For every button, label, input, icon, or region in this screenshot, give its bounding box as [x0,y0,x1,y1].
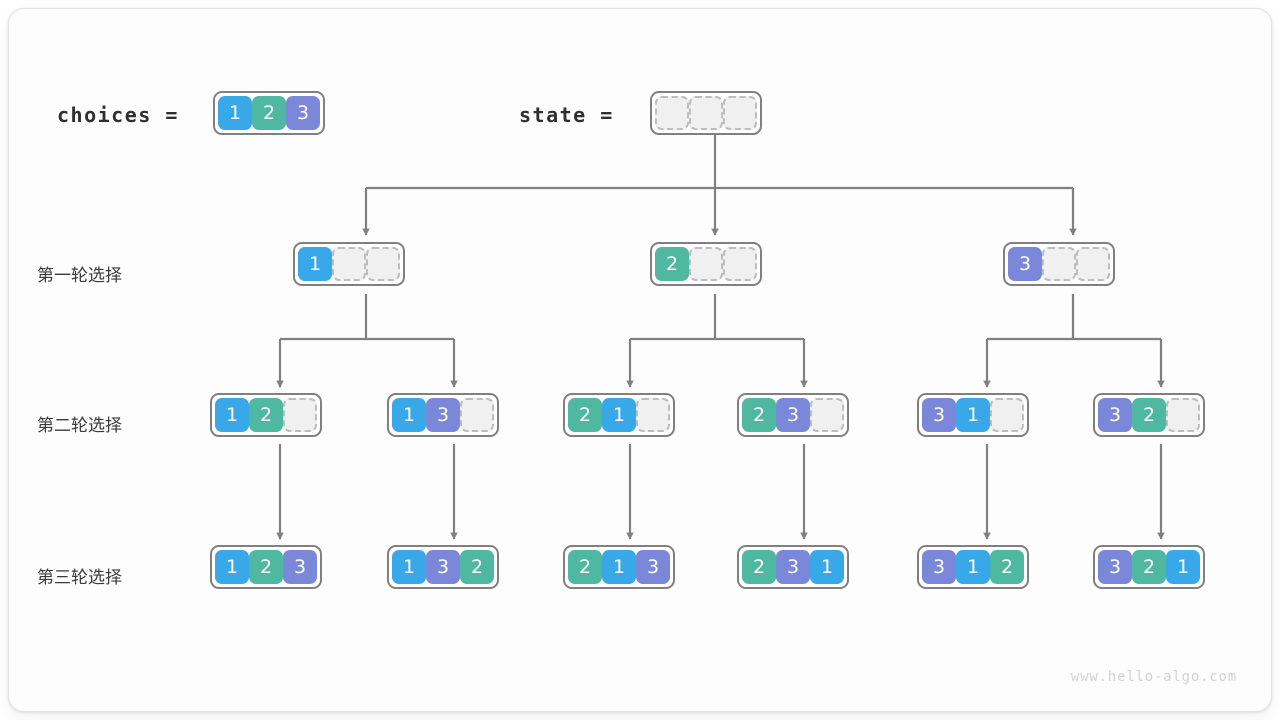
round3-node-1-cell-1: 3 [426,550,460,584]
round1-node-2-cell-2 [1076,247,1110,281]
round3-node-2-cell-2: 3 [636,550,670,584]
round2-node-1-cell-0: 1 [392,398,426,432]
round1-node-2-cell-1 [1042,247,1076,281]
round3-node-5-cell-1: 2 [1132,550,1166,584]
round1-node-2-cell-0: 3 [1008,247,1042,281]
row-label-round-1: 第一轮选择 [37,266,122,285]
round1-node-0: 1 [293,242,405,286]
round3-node-1-cell-0: 1 [392,550,426,584]
round2-node-2-cell-2 [636,398,670,432]
round3-node-4: 3 1 2 [917,545,1029,589]
round3-node-3-cell-1: 3 [776,550,810,584]
round2-node-3: 2 3 [737,393,849,437]
round1-node-1-cell-2 [723,247,757,281]
round1-node-2: 3 [1003,242,1115,286]
round2-node-4-cell-2 [990,398,1024,432]
round2-node-0-cell-0: 1 [215,398,249,432]
round1-node-1-cell-0: 2 [655,247,689,281]
diagram-canvas: choices = 1 2 3 state = 第一轮选择 第二轮选择 第三轮选… [8,8,1272,712]
round1-node-1: 2 [650,242,762,286]
round2-node-2: 2 1 [563,393,675,437]
choices-cell-0: 1 [218,96,252,130]
connector-layer [276,133,1165,540]
round2-node-5-cell-0: 3 [1098,398,1132,432]
round3-node-4-cell-1: 1 [956,550,990,584]
round3-node-0: 1 2 3 [210,545,322,589]
round2-node-2-cell-0: 2 [568,398,602,432]
round3-node-1: 1 3 2 [387,545,499,589]
round2-node-0-cell-2 [283,398,317,432]
round2-node-3-cell-0: 2 [742,398,776,432]
round2-node-3-cell-2 [810,398,844,432]
round2-node-1-cell-1: 3 [426,398,460,432]
state-cell-1 [689,96,723,130]
state-cell-0 [655,96,689,130]
round3-node-5-cell-2: 1 [1166,550,1200,584]
round3-node-0-cell-0: 1 [215,550,249,584]
round3-node-2: 2 1 3 [563,545,675,589]
row-label-round-2: 第二轮选择 [37,416,122,435]
round2-node-3-cell-1: 3 [776,398,810,432]
round2-node-4-cell-0: 3 [922,398,956,432]
round3-node-3-cell-2: 1 [810,550,844,584]
round3-node-5: 3 2 1 [1093,545,1205,589]
round3-node-0-cell-1: 2 [249,550,283,584]
state-label: state = [519,103,614,127]
state-array [650,91,762,135]
round1-node-0-cell-1 [332,247,366,281]
round3-node-4-cell-2: 2 [990,550,1024,584]
row-label-round-3: 第三轮选择 [37,568,122,587]
watermark: www.hello-algo.com [1070,669,1237,685]
round3-node-5-cell-0: 3 [1098,550,1132,584]
choices-array: 1 2 3 [213,91,325,135]
round2-node-2-cell-1: 1 [602,398,636,432]
round1-node-0-cell-0: 1 [298,247,332,281]
round2-node-1-cell-2 [460,398,494,432]
round1-node-1-cell-1 [689,247,723,281]
choices-cell-2: 3 [286,96,320,130]
round3-node-2-cell-1: 1 [602,550,636,584]
state-cell-2 [723,96,757,130]
round3-node-0-cell-2: 3 [283,550,317,584]
round1-node-0-cell-2 [366,247,400,281]
round3-node-3: 2 3 1 [737,545,849,589]
round2-node-5: 3 2 [1093,393,1205,437]
round3-node-3-cell-0: 2 [742,550,776,584]
choices-cell-1: 2 [252,96,286,130]
round3-node-4-cell-0: 3 [922,550,956,584]
round2-node-4: 3 1 [917,393,1029,437]
round3-node-1-cell-2: 2 [460,550,494,584]
round3-node-2-cell-0: 2 [568,550,602,584]
round2-node-1: 1 3 [387,393,499,437]
round2-node-5-cell-1: 2 [1132,398,1166,432]
round2-node-5-cell-2 [1166,398,1200,432]
round2-node-4-cell-1: 1 [956,398,990,432]
round2-node-0: 1 2 [210,393,322,437]
round2-node-0-cell-1: 2 [249,398,283,432]
choices-label: choices = [57,103,179,127]
